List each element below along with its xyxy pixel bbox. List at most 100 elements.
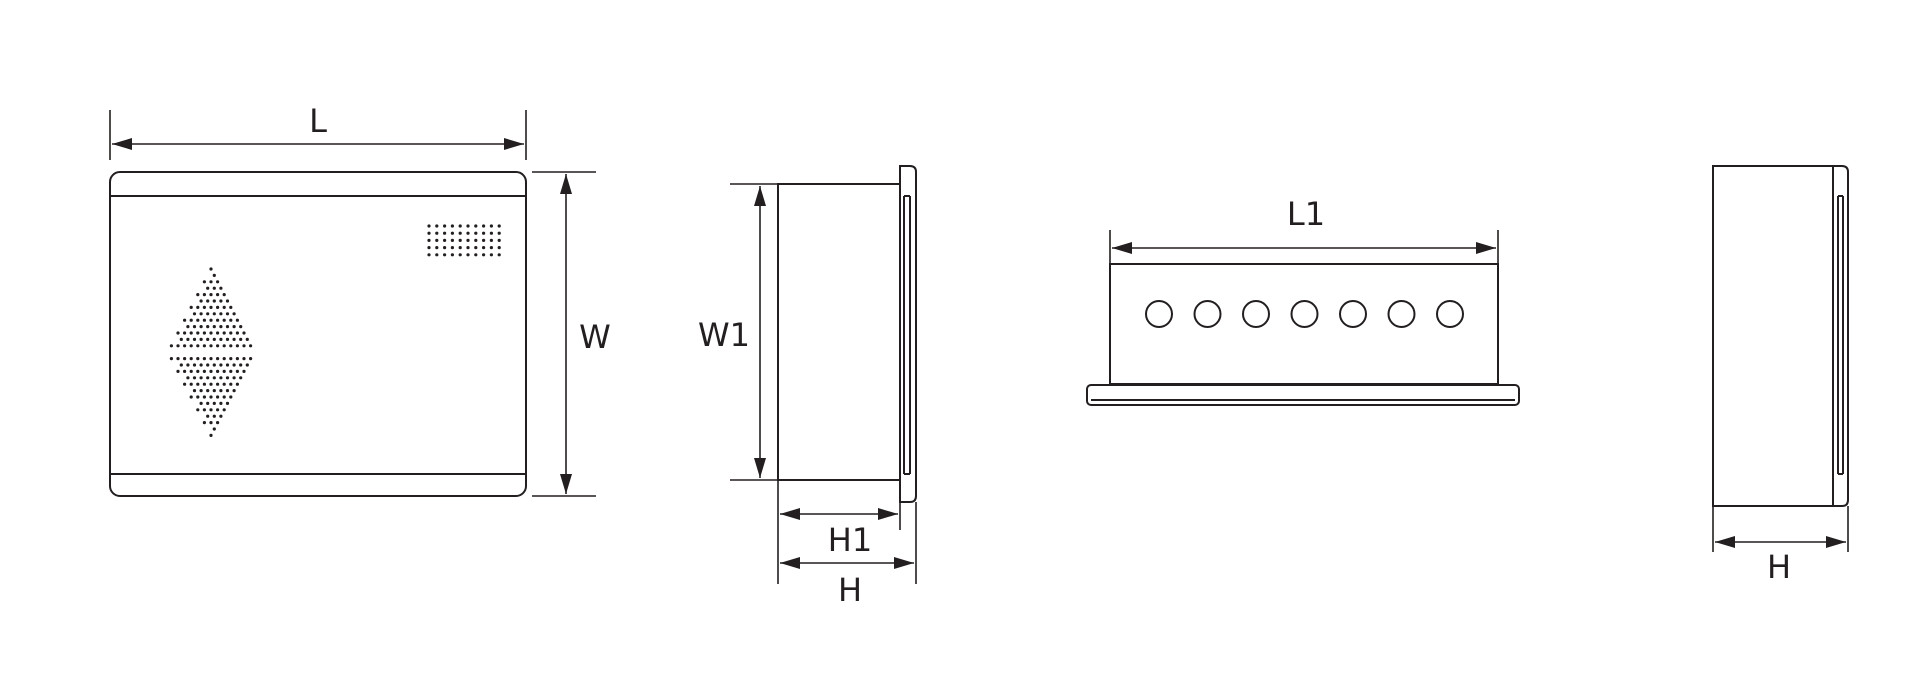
dimension-w1-label: W1 — [698, 316, 750, 354]
diamond-dot — [212, 427, 216, 431]
vent-dot — [466, 231, 470, 235]
diamond-dot — [183, 357, 187, 361]
diamond-dot — [242, 369, 246, 373]
diamond-dot — [216, 344, 220, 348]
diamond-dot — [196, 382, 200, 386]
diamond-dot — [229, 331, 233, 335]
diamond-dot — [219, 363, 223, 367]
diamond-dot — [199, 389, 203, 393]
diamond-dot — [225, 337, 230, 341]
diamond-dot — [199, 312, 203, 316]
dimension-l1: L1 — [1109, 195, 1499, 264]
diamond-dot — [235, 357, 239, 361]
vent-dot — [482, 224, 486, 228]
front-view: L W — [109, 102, 611, 497]
dimension-h1: H1 — [777, 480, 901, 584]
diamond-dot — [225, 312, 230, 316]
diamond-dot — [235, 369, 239, 373]
diamond-dot — [183, 369, 187, 373]
top-view: L1 — [1086, 195, 1520, 406]
diamond-dot — [209, 395, 213, 399]
diamond-dot — [189, 395, 193, 399]
diamond-dot — [219, 401, 223, 405]
diamond-dot — [239, 337, 243, 341]
diamond-dot — [202, 293, 206, 297]
vent-dot — [497, 246, 501, 250]
diamond-dot — [242, 357, 246, 361]
vent-dot — [482, 238, 486, 242]
diamond-dot — [176, 357, 180, 361]
diamond-dot — [196, 293, 200, 297]
diamond-dot — [183, 331, 187, 335]
knockout-hole — [1436, 300, 1464, 328]
diamond-dot — [212, 337, 216, 341]
diamond-dot — [199, 325, 203, 329]
dimension-h-right: H — [1712, 506, 1849, 586]
diamond-dot — [225, 325, 230, 329]
diamond-dot — [219, 299, 223, 303]
diamond-dot — [235, 344, 239, 348]
diamond-dot — [232, 389, 236, 393]
vent-dot — [482, 231, 486, 235]
knockout-hole — [1387, 300, 1416, 328]
diamond-dot — [206, 401, 210, 405]
diamond-dot — [242, 331, 246, 335]
diamond-dot — [209, 293, 213, 297]
diamond-dot — [239, 325, 243, 329]
diamond-dot — [189, 369, 193, 373]
diamond-dot — [196, 318, 200, 322]
diamond-dot — [249, 344, 253, 348]
vent-dot — [489, 231, 493, 235]
diamond-dot — [216, 357, 220, 361]
vent-dot — [458, 253, 462, 257]
diamond-dot — [209, 408, 213, 412]
diamond-dot — [212, 273, 216, 277]
diamond-dot — [192, 325, 197, 329]
diamond-dot — [202, 344, 206, 348]
diamond-dot — [222, 395, 226, 399]
diamond-dot — [202, 357, 206, 361]
diamond-dot — [232, 376, 236, 380]
diamond-dot — [225, 401, 230, 405]
diamond-dot — [239, 376, 243, 380]
diamond-dot — [212, 299, 216, 303]
diamond-dot — [176, 369, 180, 373]
vent-dot — [466, 246, 470, 250]
diamond-dot — [222, 357, 226, 361]
diamond-dot — [222, 331, 226, 335]
diamond-dot — [186, 325, 190, 329]
dimension-l-label: L — [309, 102, 327, 140]
diamond-dot — [212, 286, 216, 290]
diamond-dot — [202, 318, 206, 322]
vent-dot — [443, 224, 447, 228]
vent-dot — [427, 231, 431, 235]
vent-dot — [435, 246, 439, 250]
diamond-dot — [183, 382, 187, 386]
diamond-dot — [222, 344, 226, 348]
diamond-dot — [216, 293, 220, 297]
vent-grid — [427, 224, 501, 257]
diamond-dot — [232, 312, 236, 316]
vent-dot — [489, 224, 493, 228]
side-view-cover — [899, 165, 917, 503]
diamond-dot — [225, 376, 230, 380]
vent-dot — [458, 224, 462, 228]
diamond-dot — [169, 357, 173, 361]
diamond-dot — [189, 305, 193, 309]
diamond-dot — [186, 363, 190, 367]
diamond-dot — [209, 331, 213, 335]
diamond-dot — [235, 331, 239, 335]
vent-dot — [443, 253, 447, 257]
vent-dot — [489, 246, 493, 250]
diamond-dot — [196, 369, 200, 373]
diamond-dot — [235, 318, 239, 322]
knockout-hole — [1145, 300, 1173, 328]
diamond-dot — [229, 344, 233, 348]
diamond-dot — [222, 318, 226, 322]
knockout-hole — [1193, 300, 1222, 328]
diamond-dot — [179, 337, 183, 341]
diamond-dot — [202, 305, 206, 309]
vent-dot — [435, 253, 439, 257]
diamond-dot — [209, 421, 213, 425]
